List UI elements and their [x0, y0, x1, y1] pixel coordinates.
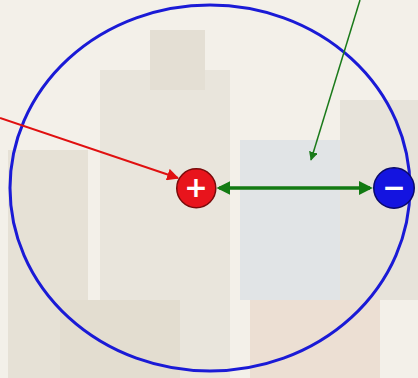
leader-line	[0, 118, 178, 178]
negative-charge: −	[373, 167, 415, 209]
positive-charge: +	[176, 168, 217, 209]
faded-building	[150, 30, 205, 90]
faded-roof	[250, 300, 380, 378]
faded-building	[240, 140, 340, 300]
attraction-arrow	[219, 186, 370, 190]
orbit-circle	[10, 5, 410, 371]
leader-line	[311, 0, 360, 160]
charge-disc	[374, 168, 415, 209]
charge-sign: +	[184, 174, 207, 202]
charge-disc	[176, 168, 215, 207]
faded-building	[340, 100, 418, 300]
charge-sign: −	[382, 174, 405, 202]
